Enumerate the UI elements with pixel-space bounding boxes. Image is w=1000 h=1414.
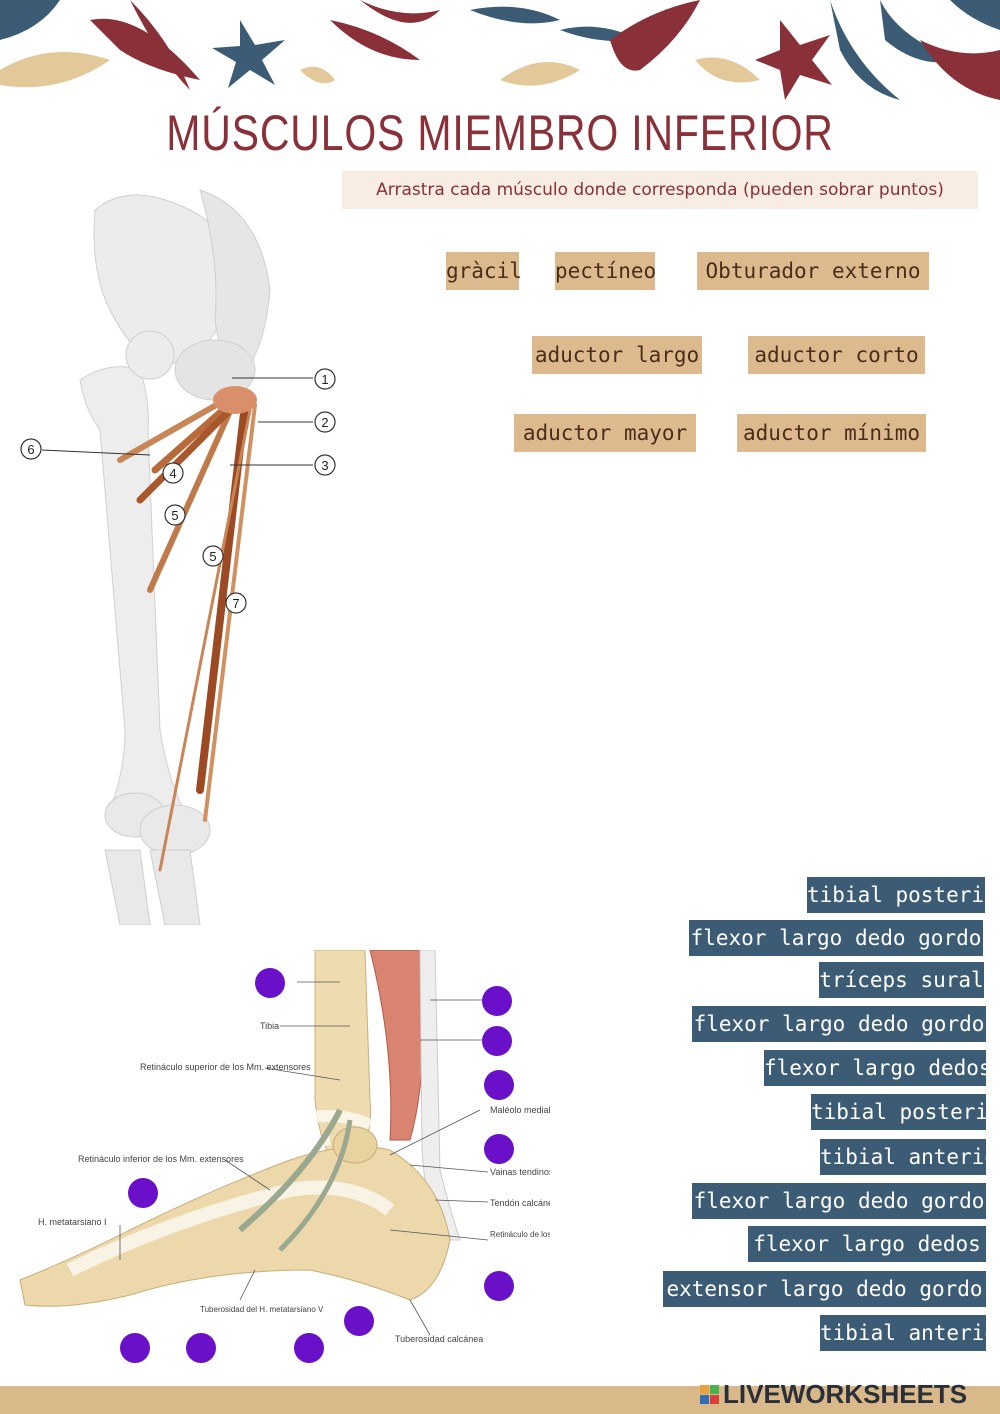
leg-number-4: 4 (169, 466, 176, 481)
foot-label-tuberosidad-calcanea: Tuberosidad calcánea (395, 1334, 483, 1344)
foot-label-tibia: Tibia (260, 1021, 279, 1031)
leg-number-1: 1 (321, 372, 328, 387)
brand-name: LIVEWORKSHEETS (723, 1378, 968, 1409)
drag-label-tibial-posterior-1[interactable]: tibial posterior (807, 877, 1000, 913)
leg-number-5a: 5 (171, 508, 178, 523)
foot-label-maleolo-medial: Maléolo medial (490, 1105, 550, 1115)
drop-target-11[interactable] (294, 1333, 324, 1363)
drag-label-flexor-largo-dedos-1[interactable]: flexor largo dedos (764, 1050, 992, 1086)
drag-label-obturador-externo[interactable]: Obturador externo (697, 252, 929, 290)
foot-label-vainas-tendinosas: Vainas tendinosas (490, 1167, 550, 1177)
leg-number-3: 3 (321, 458, 328, 473)
drag-label-pectineo[interactable]: pectíneo (555, 252, 656, 290)
leg-number-6: 6 (27, 442, 34, 457)
liveworksheets-logo: LIVEWORKSHEETS (700, 1378, 968, 1409)
drop-target-5[interactable] (484, 1134, 514, 1164)
drop-target-8[interactable] (344, 1306, 374, 1336)
drop-target-9[interactable] (120, 1333, 150, 1363)
drag-label-tibial-anterior-1[interactable]: tibial anterior (820, 1139, 1000, 1175)
drag-label-extensor-largo-dedo-gordo[interactable]: extensor largo dedo gordo (663, 1271, 986, 1307)
instruction-banner: Arrastra cada músculo donde corresponda … (342, 171, 978, 209)
drag-label-gracil[interactable]: gràcil (446, 252, 522, 290)
leaf-decoration (0, 0, 1000, 100)
drop-target-2[interactable] (482, 986, 512, 1016)
foot-label-tendon-calcaneo: Tendón calcáneo (490, 1198, 550, 1208)
drag-label-aductor-minimo[interactable]: aductor mínimo (737, 414, 926, 452)
footer-bar (0, 1386, 1000, 1414)
leg-number-2: 2 (321, 415, 328, 430)
drag-label-aductor-corto[interactable]: aductor corto (748, 336, 925, 374)
drag-label-aductor-mayor[interactable]: aductor mayor (514, 414, 696, 452)
logo-icon (700, 1384, 719, 1404)
drag-label-flexor-largo-dedos-2[interactable]: flexor largo dedos (748, 1226, 986, 1262)
foot-label-retinaculo-flexores: Retináculo de los Mm. flexores (490, 1230, 550, 1239)
drop-target-7[interactable] (484, 1271, 514, 1301)
drag-label-tibial-posterior-2[interactable]: tibial posterior (811, 1094, 1000, 1130)
drop-target-1[interactable] (255, 968, 285, 998)
drag-label-flexor-largo-dedo-gordo-2[interactable]: flexor largo dedo gordo (692, 1006, 986, 1042)
drop-target-10[interactable] (186, 1333, 216, 1363)
drag-label-flexor-largo-dedo-gordo-3[interactable]: flexor largo dedo gordo (692, 1183, 986, 1219)
drag-label-flexor-largo-dedo-gordo-1[interactable]: flexor largo dedo gordo (689, 920, 983, 956)
leg-number-7: 7 (232, 596, 239, 611)
page-title: MÚSCULOS MIEMBRO INFERIOR (166, 105, 834, 161)
drop-target-3[interactable] (482, 1026, 512, 1056)
drop-target-4[interactable] (484, 1070, 514, 1100)
drag-label-aductor-largo[interactable]: aductor largo (532, 336, 702, 374)
drop-target-6[interactable] (128, 1178, 158, 1208)
ankle-anatomy-image: Tibia Retináculo superior de los Mm. ext… (19, 950, 550, 1344)
drag-label-triceps-sural[interactable]: tríceps sural (819, 962, 984, 998)
foot-label-retinaculo-inferior: Retináculo inferior de los Mm. extensore… (78, 1154, 244, 1164)
foot-label-retinaculo-superior: Retináculo superior de los Mm. extensore… (140, 1062, 311, 1072)
foot-label-tuberosidad-metatarsiano-v: Tuberosidad del H. metatarsiano V (200, 1305, 324, 1314)
foot-label-metatarsiano-i: H. metatarsiano I (38, 1217, 107, 1227)
thigh-anatomy-image: 1 2 3 4 5 5 6 7 (20, 189, 336, 925)
drag-label-tibial-anterior-2[interactable]: tibial anterior (820, 1315, 1000, 1351)
leg-number-5b: 5 (209, 549, 216, 564)
